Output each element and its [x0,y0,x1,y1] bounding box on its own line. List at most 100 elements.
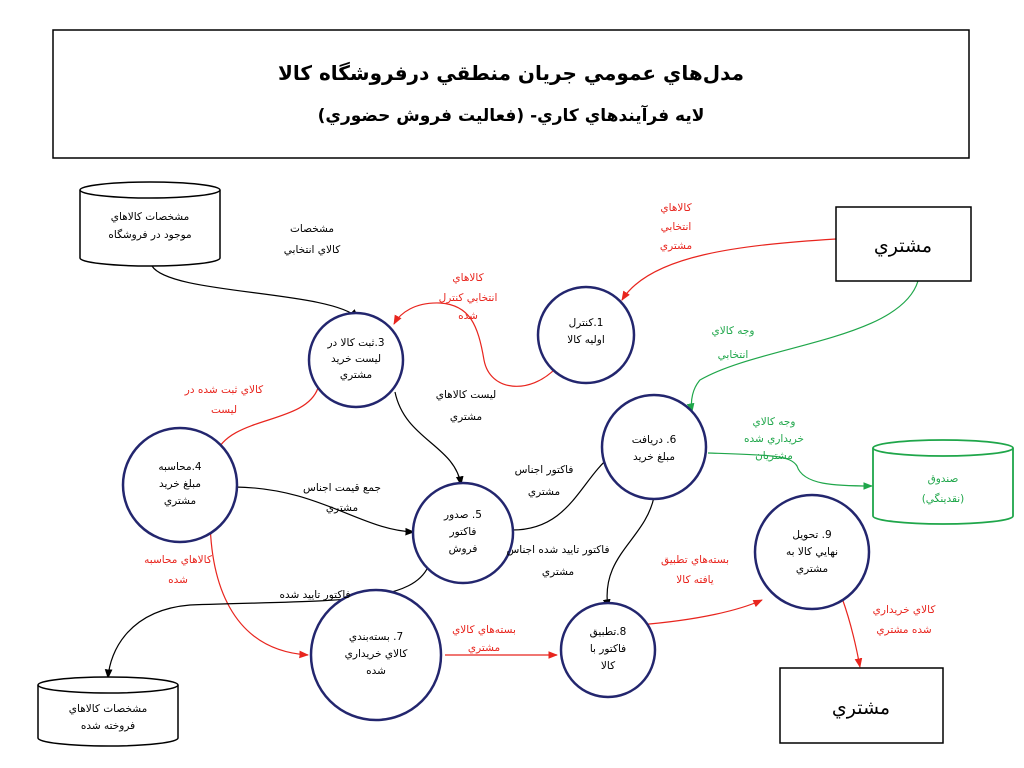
label-calculated-line-1: کالاهاي محاسبه [144,554,212,566]
process-3-line-1: 3.ثبت کالا در [326,337,384,349]
flow-line-checked [393,302,557,387]
label-matched: بسته‌هاي تطبيق يافته کالا [661,554,729,586]
process-9-line-1: 9. تحويل [792,529,831,541]
label-checked: کالاهاي انتخابي کنترل شده [439,272,498,322]
label-price-sum: جمع قيمت اجناس مشتري [303,482,381,514]
label-purchased: کالاي خريداري شده مشتري [873,604,936,636]
label-packages-line-2: مشتري [468,642,500,654]
entity-customer-bottom: مشتري [779,667,944,744]
process-7-line-1: 7. بسته‌بندي [349,631,403,643]
store-sold-line-2: فروخته شده [81,720,135,732]
label-packages-line-1: بسته‌هاي کالاي [452,624,516,636]
process-1-line-1: 1.کنترل [569,317,604,329]
label-paid: وجه کالاي خريداري شده مشتريان [744,416,804,462]
process-8: 8.تطبيق فاکتور با کالا [559,601,657,699]
label-approved-goods-line-1: فاکتور تاييد شده اجناس [506,544,609,556]
label-selected-goods-line-1: کالاهاي [660,202,691,214]
label-paid-line-1: وجه کالاي [753,416,796,428]
label-registered: کالاي ثبت شده در ليست [184,384,263,416]
process-7-line-2: کالاي خريداري [345,648,408,660]
process-4: 4.محاسبه مبلغ خريد مشتري [121,426,239,544]
label-approved-goods: فاکتور تاييد شده اجناس مشتري [506,544,609,578]
flow-line-invoice [511,454,613,531]
flow-line-approved [104,566,429,679]
process-5-line-1: 5. صدور [443,509,482,521]
process-4-line-2: مبلغ خريد [159,478,201,490]
label-invoice-line-1: فاکتور اجناس [515,464,574,476]
process-3-line-2: ليست خريد [331,353,381,365]
label-list-line-2: مشتري [450,411,482,423]
label-invoice: فاکتور اجناس مشتري [515,464,574,498]
label-selected-goods-line-3: مشتري [660,240,692,252]
process-1: 1.کنترل اوليه کالا [536,285,636,385]
entity-customer-top-label: مشتري [874,235,932,257]
flow-line-approved-goods [602,496,655,609]
label-selected-spec-line-2: کالاي انتخابي [284,244,340,256]
store-sold-line-1: مشخصات کالاهاي [69,703,147,715]
process-6: 6. دريافت مبلغ خريد [600,393,708,501]
process-3-line-3: مشتري [340,369,372,381]
flow-line-paid [707,452,873,490]
label-payment-line-2: انتخابي [718,349,749,361]
store-products: مشخصات کالاهاي موجود در فروشگاه [79,181,221,267]
flow-line-selected-spec [151,265,359,319]
flow-line-payment [686,280,919,413]
process-9: 9. تحويل نهايي کالا به مشتري [753,493,871,611]
label-selected-goods: کالاهاي انتخابي مشتري [660,202,692,252]
label-purchased-line-2: شده مشتري [876,624,931,636]
flow-line-registered [214,387,319,456]
label-calculated-line-2: شده [168,574,188,586]
label-packages: بسته‌هاي کالاي مشتري [452,624,516,654]
flow-line-selected-goods [621,238,837,301]
label-approved: فاکتور تاييد شده [279,589,350,601]
label-payment-line-1: وجه کالاي [712,325,755,337]
process-5-line-2: فاکتور [449,526,477,538]
process-8-line-3: کالا [601,660,615,672]
label-purchased-line-1: کالاي خريداري [873,604,936,616]
process-4-line-1: 4.محاسبه [158,461,202,473]
label-approved-goods-line-2: مشتري [542,566,574,578]
store-cash-line-2: (نقدينگي) [922,492,965,505]
flow-line-purchased [841,597,863,668]
store-cash-line-1: صندوق [928,473,959,485]
label-paid-line-3: مشتريان [755,450,793,462]
store-products-line-2: موجود در فروشگاه [108,228,191,241]
header-box: مدل‌هاي عمومي جريان منطقي درفروشگاه کالا… [52,29,970,159]
label-registered-line-2: ليست [211,404,237,416]
store-sold: مشخصات کالاهاي فروخته شده [37,676,179,747]
label-payment: وجه کالاي انتخابي [712,325,755,361]
label-price-sum-line-2: مشتري [326,502,358,514]
label-paid-line-2: خريداري شده [744,433,804,445]
process-3: 3.ثبت کالا در ليست خريد مشتري [307,311,405,409]
label-approved-line-1: فاکتور تاييد شده [279,589,350,601]
process-6-line-1: 6. دريافت [632,434,677,446]
diagram-title: مدل‌هاي عمومي جريان منطقي درفروشگاه کالا [278,61,744,86]
process-7: 7. بسته‌بندي کالاي خريداري شده [309,588,443,722]
label-list: ليست کالاهاي مشتري [436,389,497,423]
process-7-line-3: شده [366,665,386,677]
label-list-line-1: ليست کالاهاي [436,389,497,401]
process-8-line-2: فاکتور با [590,643,626,655]
label-calculated: کالاهاي محاسبه شده [144,554,212,586]
label-selected-spec: مشخصات کالاي انتخابي [284,223,340,256]
process-9-line-2: نهايي کالا به [786,546,838,558]
diagram-subtitle: لايه فرآيندهاي کاري- (فعاليت فروش حضوري) [318,104,705,126]
label-registered-line-1: کالاي ثبت شده در [184,384,263,396]
flow-line-matched [637,599,763,626]
label-selected-spec-line-1: مشخصات [290,223,334,235]
flow-line-calculated [209,514,309,659]
flow-line-list [394,391,464,486]
process-9-line-3: مشتري [796,563,828,575]
process-4-line-3: مشتري [164,495,196,507]
entity-customer-bottom-label: مشتري [832,697,890,719]
label-checked-line-3: شده [458,310,478,322]
label-matched-line-2: يافته کالا [676,574,714,586]
process-5-line-3: فروش [449,543,478,555]
process-6-line-2: مبلغ خريد [633,451,675,463]
process-1-line-2: اوليه کالا [567,334,605,346]
label-checked-line-2: انتخابي کنترل [439,292,498,304]
label-price-sum-line-1: جمع قيمت اجناس [303,482,381,494]
flow-line-price-sum [234,486,415,536]
label-matched-line-1: بسته‌هاي تطبيق [661,554,729,566]
